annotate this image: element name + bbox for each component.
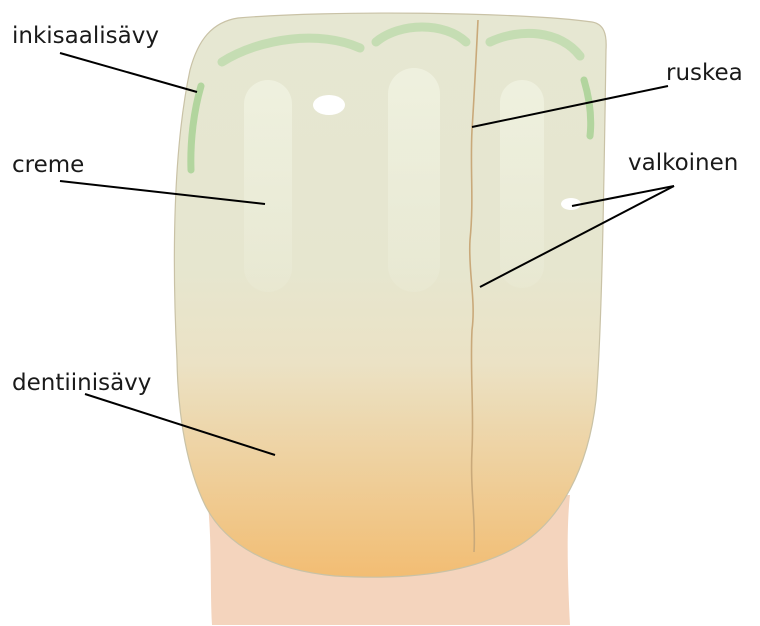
label-brown: ruskea bbox=[666, 60, 743, 86]
label-white: valkoinen bbox=[628, 150, 738, 176]
label-incisal-shade: inkisaalisävy bbox=[12, 23, 159, 49]
label-creme: creme bbox=[12, 152, 84, 178]
label-dentin-shade: dentiinisävy bbox=[12, 370, 151, 396]
lobe-highlight-left bbox=[244, 80, 292, 292]
leader-incisal bbox=[60, 53, 197, 92]
white-spot-left bbox=[313, 95, 345, 115]
lobe-highlight-center bbox=[388, 68, 440, 292]
